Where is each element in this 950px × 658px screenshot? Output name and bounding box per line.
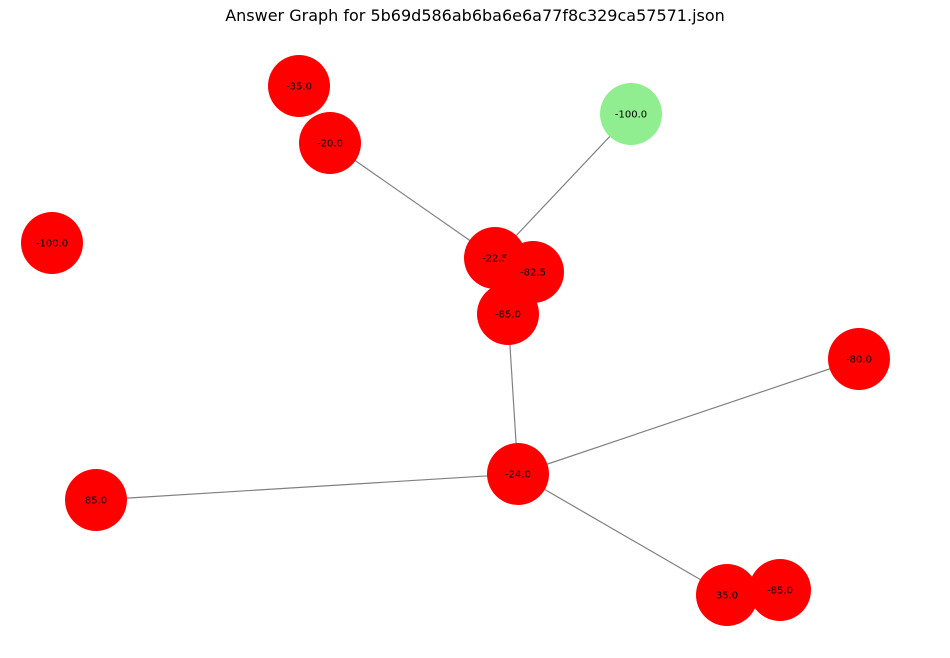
graph-node-n1: -35.0 [268, 55, 330, 117]
graph-node-n10: 85.0 [65, 469, 127, 531]
graph-edge-n9-n10 [95, 473, 519, 501]
graph-node-n8: -80.0 [828, 328, 890, 390]
node-circle [299, 112, 361, 174]
graph-node-n11: 35.0 [696, 564, 758, 626]
node-circle [749, 559, 811, 621]
edges-layer [95, 113, 860, 596]
node-label: -100.0 [36, 239, 68, 250]
graph-node-n7: -85.0 [477, 283, 539, 345]
node-label: -85.0 [767, 586, 793, 597]
node-label: -20.0 [317, 139, 343, 150]
graph-edge-n2-n5 [329, 142, 496, 259]
graph-edge-n3-n5 [494, 113, 632, 259]
node-label: 35.0 [716, 591, 738, 602]
node-circle [696, 564, 758, 626]
node-label: -35.0 [286, 82, 312, 93]
graph-node-n2: -20.0 [299, 112, 361, 174]
node-circle [828, 328, 890, 390]
node-label: -22.5 [482, 254, 508, 265]
node-label: -82.5 [520, 268, 546, 279]
node-label: -80.0 [846, 355, 872, 366]
node-circle [477, 283, 539, 345]
graph-edge-n9-n11 [517, 473, 728, 596]
node-label: 85.0 [85, 496, 107, 507]
node-label: -100.0 [615, 110, 647, 121]
graph-edge-n9-n8 [517, 358, 860, 475]
node-circle [21, 212, 83, 274]
node-label: -24.0 [505, 470, 531, 481]
node-circle [600, 83, 662, 145]
node-circle [65, 469, 127, 531]
graph-node-n9: -24.0 [487, 443, 549, 505]
node-circle [268, 55, 330, 117]
node-circle [487, 443, 549, 505]
graph-node-n3: -100.0 [600, 83, 662, 145]
graph-title: Answer Graph for 5b69d586ab6ba6e6a77f8c3… [225, 6, 725, 25]
graph-node-n12: -85.0 [749, 559, 811, 621]
graph-node-n4: -100.0 [21, 212, 83, 274]
node-label: -85.0 [495, 310, 521, 321]
nodes-layer: -35.0 -20.0 -100.0 -100.0 -22.5 -82.5 -85.0 -80… [21, 55, 890, 626]
